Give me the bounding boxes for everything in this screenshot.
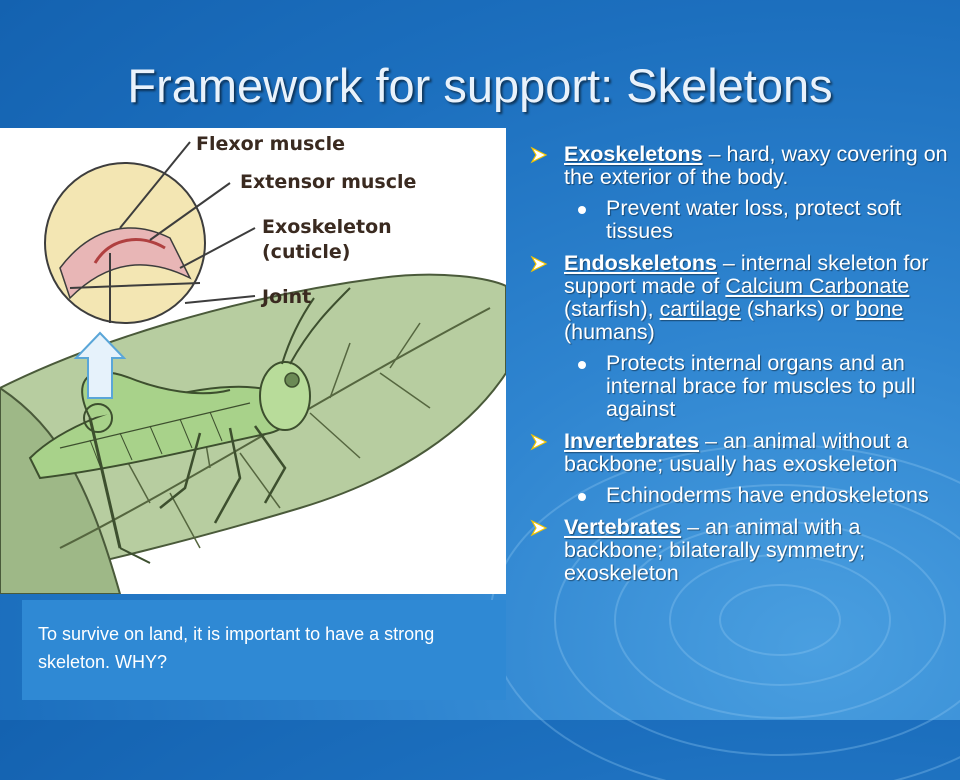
sub-bullet-text: Echinoderms have endoskeletons	[606, 483, 929, 507]
extensor-muscle-label: Extensor muscle	[240, 171, 416, 193]
exoskeleton-label: Exoskeleton	[262, 216, 392, 238]
endoskeletons-definition-part: – internal skeleton for support made of	[564, 251, 929, 298]
dot-bullet-icon	[578, 493, 586, 501]
cartilage-term: cartilage	[659, 297, 741, 321]
calcium-carbonate-term: Calcium Carbonate	[725, 274, 910, 298]
arrow-bullet-icon	[530, 519, 548, 537]
sub-bullet-exoskeletons: Prevent water loss, protect soft tissues	[528, 197, 956, 243]
endoskeletons-definition-part: (starfish),	[564, 297, 660, 321]
bullet-endoskeletons: Endoskeletons – internal skeleton for su…	[528, 252, 956, 344]
vertebrates-definition: – an animal with a backbone; bilaterally…	[564, 515, 866, 585]
arrow-bullet-icon	[530, 146, 548, 164]
caption-box: To survive on land, it is important to h…	[22, 600, 506, 700]
bullet-invertebrates: Invertebrates – an animal without a back…	[528, 430, 956, 476]
bullet-exoskeletons: Exoskeletons – hard, waxy covering on th…	[528, 143, 956, 189]
grasshopper-exoskeleton-diagram: Flexor muscle Extensor muscle Exoskeleto…	[0, 133, 506, 594]
term-exoskeletons: Exoskeletons	[564, 142, 703, 166]
sub-bullet-text: Protects internal organs and an internal…	[606, 351, 916, 421]
sub-bullet-endoskeletons: Protects internal organs and an internal…	[528, 352, 956, 421]
bone-term: bone	[855, 297, 904, 321]
caption-text: To survive on land, it is important to h…	[38, 624, 435, 672]
exoskeletons-definition: – hard, waxy covering on the exterior of…	[564, 142, 948, 189]
term-vertebrates: Vertebrates	[564, 515, 682, 539]
dot-bullet-icon	[578, 361, 586, 369]
invertebrates-definition: – an animal without a backbone; usually …	[564, 429, 909, 476]
joint-label: Joint	[260, 286, 311, 308]
sub-bullet-text: Prevent water loss, protect soft tissues	[606, 196, 902, 243]
slide-title: Framework for support: Skeletons	[127, 59, 833, 112]
arrow-bullet-icon	[530, 255, 548, 273]
sub-bullet-invertebrates: Echinoderms have endoskeletons	[528, 484, 956, 507]
cuticle-label: (cuticle)	[262, 241, 350, 263]
grasshopper-illustration: Flexor muscle Extensor muscle Exoskeleto…	[0, 128, 506, 594]
endoskeletons-definition-part: (sharks) or	[740, 297, 856, 321]
term-invertebrates: Invertebrates	[564, 429, 700, 453]
dot-bullet-icon	[578, 206, 586, 214]
bullet-vertebrates: Vertebrates – an animal with a backbone;…	[528, 516, 956, 585]
flexor-muscle-label: Flexor muscle	[196, 133, 345, 155]
arrow-bullet-icon	[530, 433, 548, 451]
term-endoskeletons: Endoskeletons	[564, 251, 717, 275]
bullet-list: Exoskeletons – hard, waxy covering on th…	[528, 143, 956, 593]
endoskeletons-definition-part: (humans)	[564, 320, 655, 344]
